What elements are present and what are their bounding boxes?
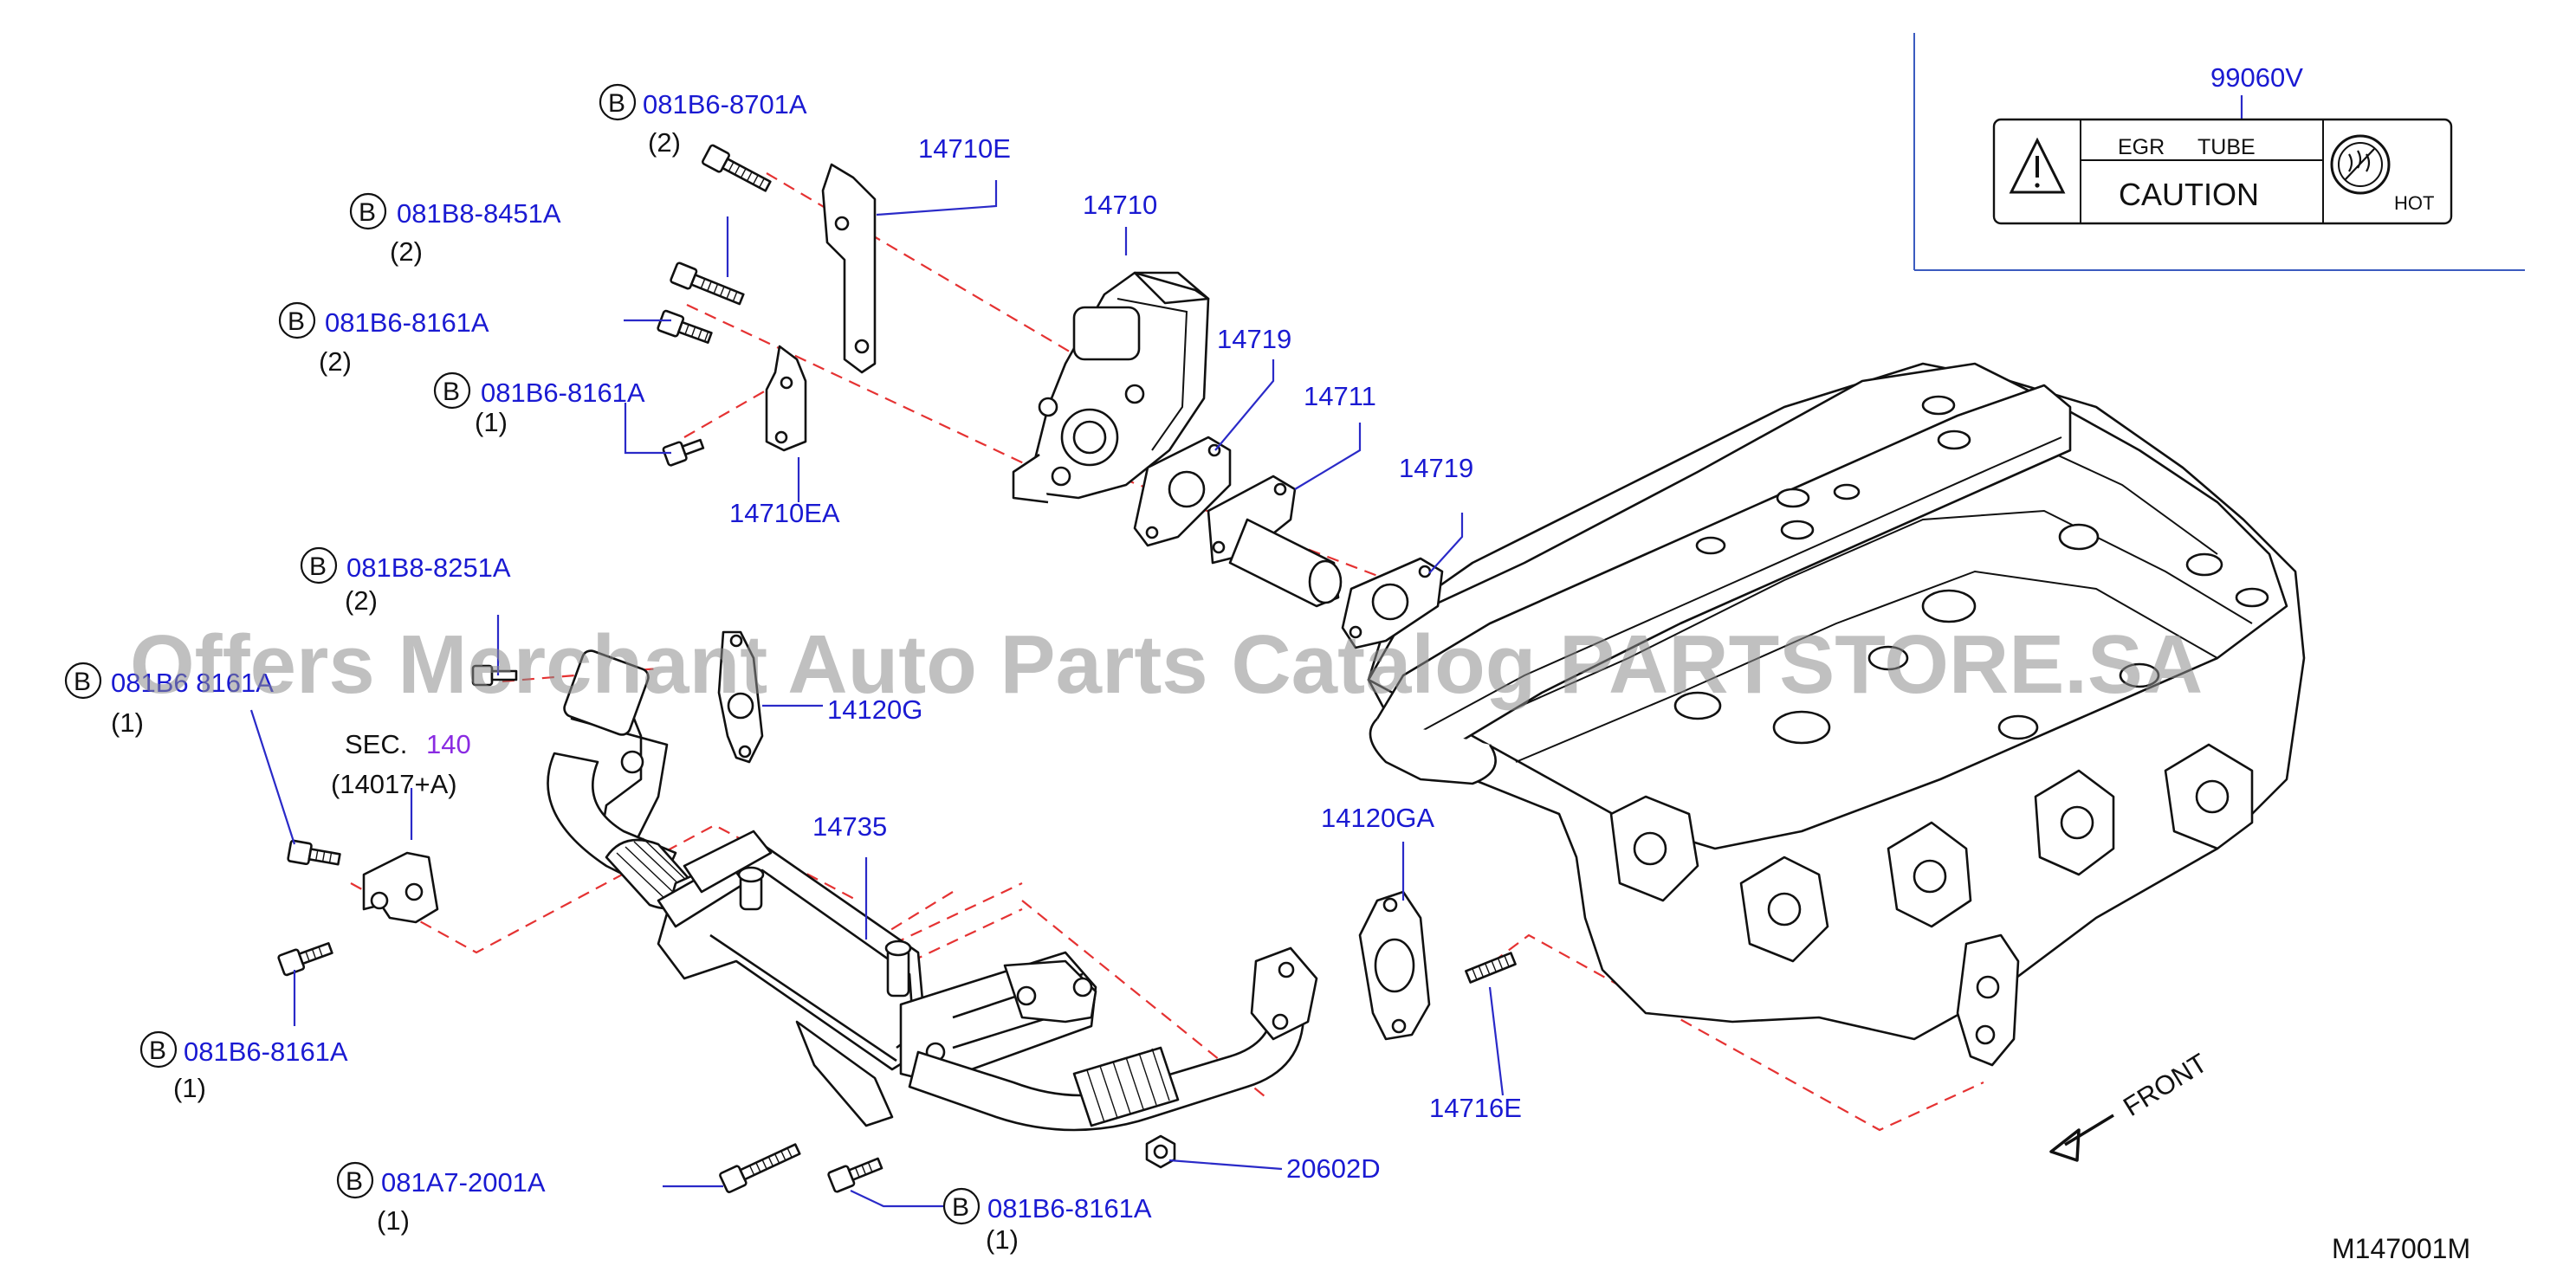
section-number: 140	[426, 729, 471, 759]
part-number: 081B8-8251A	[346, 552, 511, 583]
bracket-sec-140[interactable]	[362, 851, 439, 924]
warning-triangle-icon	[2009, 137, 2066, 194]
label-hot: HOT	[2394, 192, 2434, 214]
callout-081B6-8161A-left[interactable]: B 081B6 8161A (1)	[64, 662, 274, 738]
part-number: 081B6-8161A	[987, 1193, 1152, 1224]
egr-valve-14710[interactable]	[1012, 271, 1210, 504]
egr-tube-upper[interactable]	[547, 649, 677, 894]
egr-tube-lower[interactable]	[908, 946, 1318, 1132]
callout-081A7-2001A[interactable]: B 081A7-2001A (1)	[336, 1161, 546, 1236]
marker-b: B	[288, 307, 305, 336]
label-tube: TUBE	[2197, 135, 2256, 159]
part-number: 081B6-8161A	[184, 1036, 348, 1067]
marker-b: B	[359, 198, 376, 227]
marker-b: B	[608, 89, 625, 118]
front-direction-indicator: FRONT	[2049, 1048, 2212, 1162]
part-number-14719-a[interactable]: 14719	[1217, 324, 1291, 354]
part-number: 081B6 8161A	[111, 668, 274, 698]
quantity: (1)	[377, 1205, 410, 1236]
part-number-14719-b[interactable]: 14719	[1399, 453, 1473, 483]
quantity: (1)	[475, 407, 508, 437]
leader-lines	[249, 180, 1505, 1208]
quantity: (2)	[345, 585, 378, 616]
part-number-20602D[interactable]: 20602D	[1286, 1153, 1381, 1184]
quantity: (1)	[986, 1224, 1019, 1255]
callout-081B6-8161A-2[interactable]: B 081B6-8161A (2)	[278, 301, 489, 377]
callout-081B6-8161A-bottom[interactable]: B 081B6-8161A (1)	[942, 1187, 1152, 1255]
quantity: (1)	[173, 1073, 206, 1103]
quantity: (1)	[111, 707, 144, 738]
part-number: 081B6-8161A	[325, 307, 489, 338]
caution-label-inset: 99060V EGR TUBE CAUTION HOT	[1913, 33, 2525, 271]
part-number-14710[interactable]: 14710	[1083, 190, 1157, 220]
quantity: (2)	[648, 127, 681, 158]
label-egr: EGR	[2118, 135, 2165, 159]
marker-b: B	[149, 1036, 166, 1065]
quantity: (2)	[319, 346, 352, 377]
front-arrow-icon	[2049, 1114, 2114, 1162]
part-number-14735[interactable]: 14735	[812, 811, 887, 842]
part-number-14711[interactable]: 14711	[1304, 381, 1376, 411]
marker-b: B	[443, 378, 460, 406]
upper-bolts	[657, 144, 772, 467]
callout-081B6-8701A[interactable]: B 081B6-8701A (2)	[599, 83, 807, 158]
diagram-code: M147001M	[2332, 1233, 2470, 1264]
callout-081B6-8161A-lower-left[interactable]: B 081B6-8161A (1)	[139, 1030, 348, 1103]
section-label: SEC.	[345, 729, 407, 759]
callout-081B8-8251A[interactable]: B 081B8-8251A (2)	[300, 546, 511, 616]
part-number-14120G[interactable]: 14120G	[827, 694, 922, 725]
marker-b: B	[346, 1167, 363, 1196]
part-number-99060V[interactable]: 99060V	[2210, 62, 2303, 93]
marker-b: B	[74, 668, 91, 696]
part-number-14710EA[interactable]: 14710EA	[729, 498, 840, 528]
egr-adapter-14711[interactable]	[1207, 475, 1343, 608]
section-sub: (14017+A)	[331, 769, 457, 799]
bracket-14710EA[interactable]	[765, 345, 807, 452]
marker-b: B	[952, 1193, 969, 1222]
egr-cooler-14735[interactable]	[657, 830, 1097, 1127]
part-number: 081B8-8451A	[397, 198, 561, 229]
bracket-14710E[interactable]	[821, 163, 877, 374]
caution-label-plate	[1992, 118, 2453, 225]
part-number-14120GA[interactable]: 14120GA	[1321, 803, 1434, 833]
callout-081B8-8451A[interactable]: B 081B8-8451A (2)	[349, 192, 561, 267]
cylinder-head-illustration	[1367, 362, 2306, 1067]
quantity: (2)	[390, 236, 423, 267]
part-number: 081A7-2001A	[381, 1167, 546, 1198]
part-number: 081B6-8701A	[643, 89, 807, 119]
lower-bolts	[277, 664, 1517, 1193]
section-reference[interactable]: SEC. 140 (14017+A)	[331, 729, 471, 799]
watermark-text: Offers Merchant Auto Parts Catalog PARTS…	[130, 618, 2203, 711]
label-caution: CAUTION	[2119, 177, 2259, 212]
part-number-14710E[interactable]: 14710E	[918, 133, 1011, 164]
callout-081B6-8161A-1-upper[interactable]: B 081B6-8161A (1)	[433, 371, 645, 437]
front-label: FRONT	[2118, 1048, 2212, 1122]
marker-b: B	[309, 552, 327, 581]
hot-surface-icon	[2330, 134, 2391, 195]
part-number: 081B6-8161A	[481, 378, 645, 408]
part-number-14716E[interactable]: 14716E	[1429, 1093, 1522, 1123]
